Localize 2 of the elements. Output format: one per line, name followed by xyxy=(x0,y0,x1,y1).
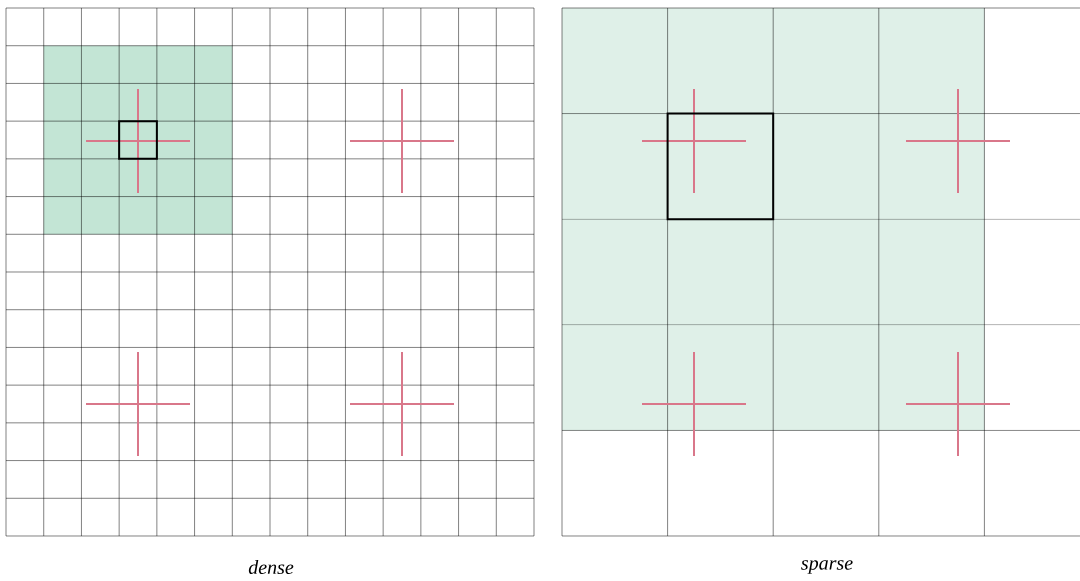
panel-label: sparse xyxy=(801,560,853,574)
panel-label: dense xyxy=(248,559,294,575)
